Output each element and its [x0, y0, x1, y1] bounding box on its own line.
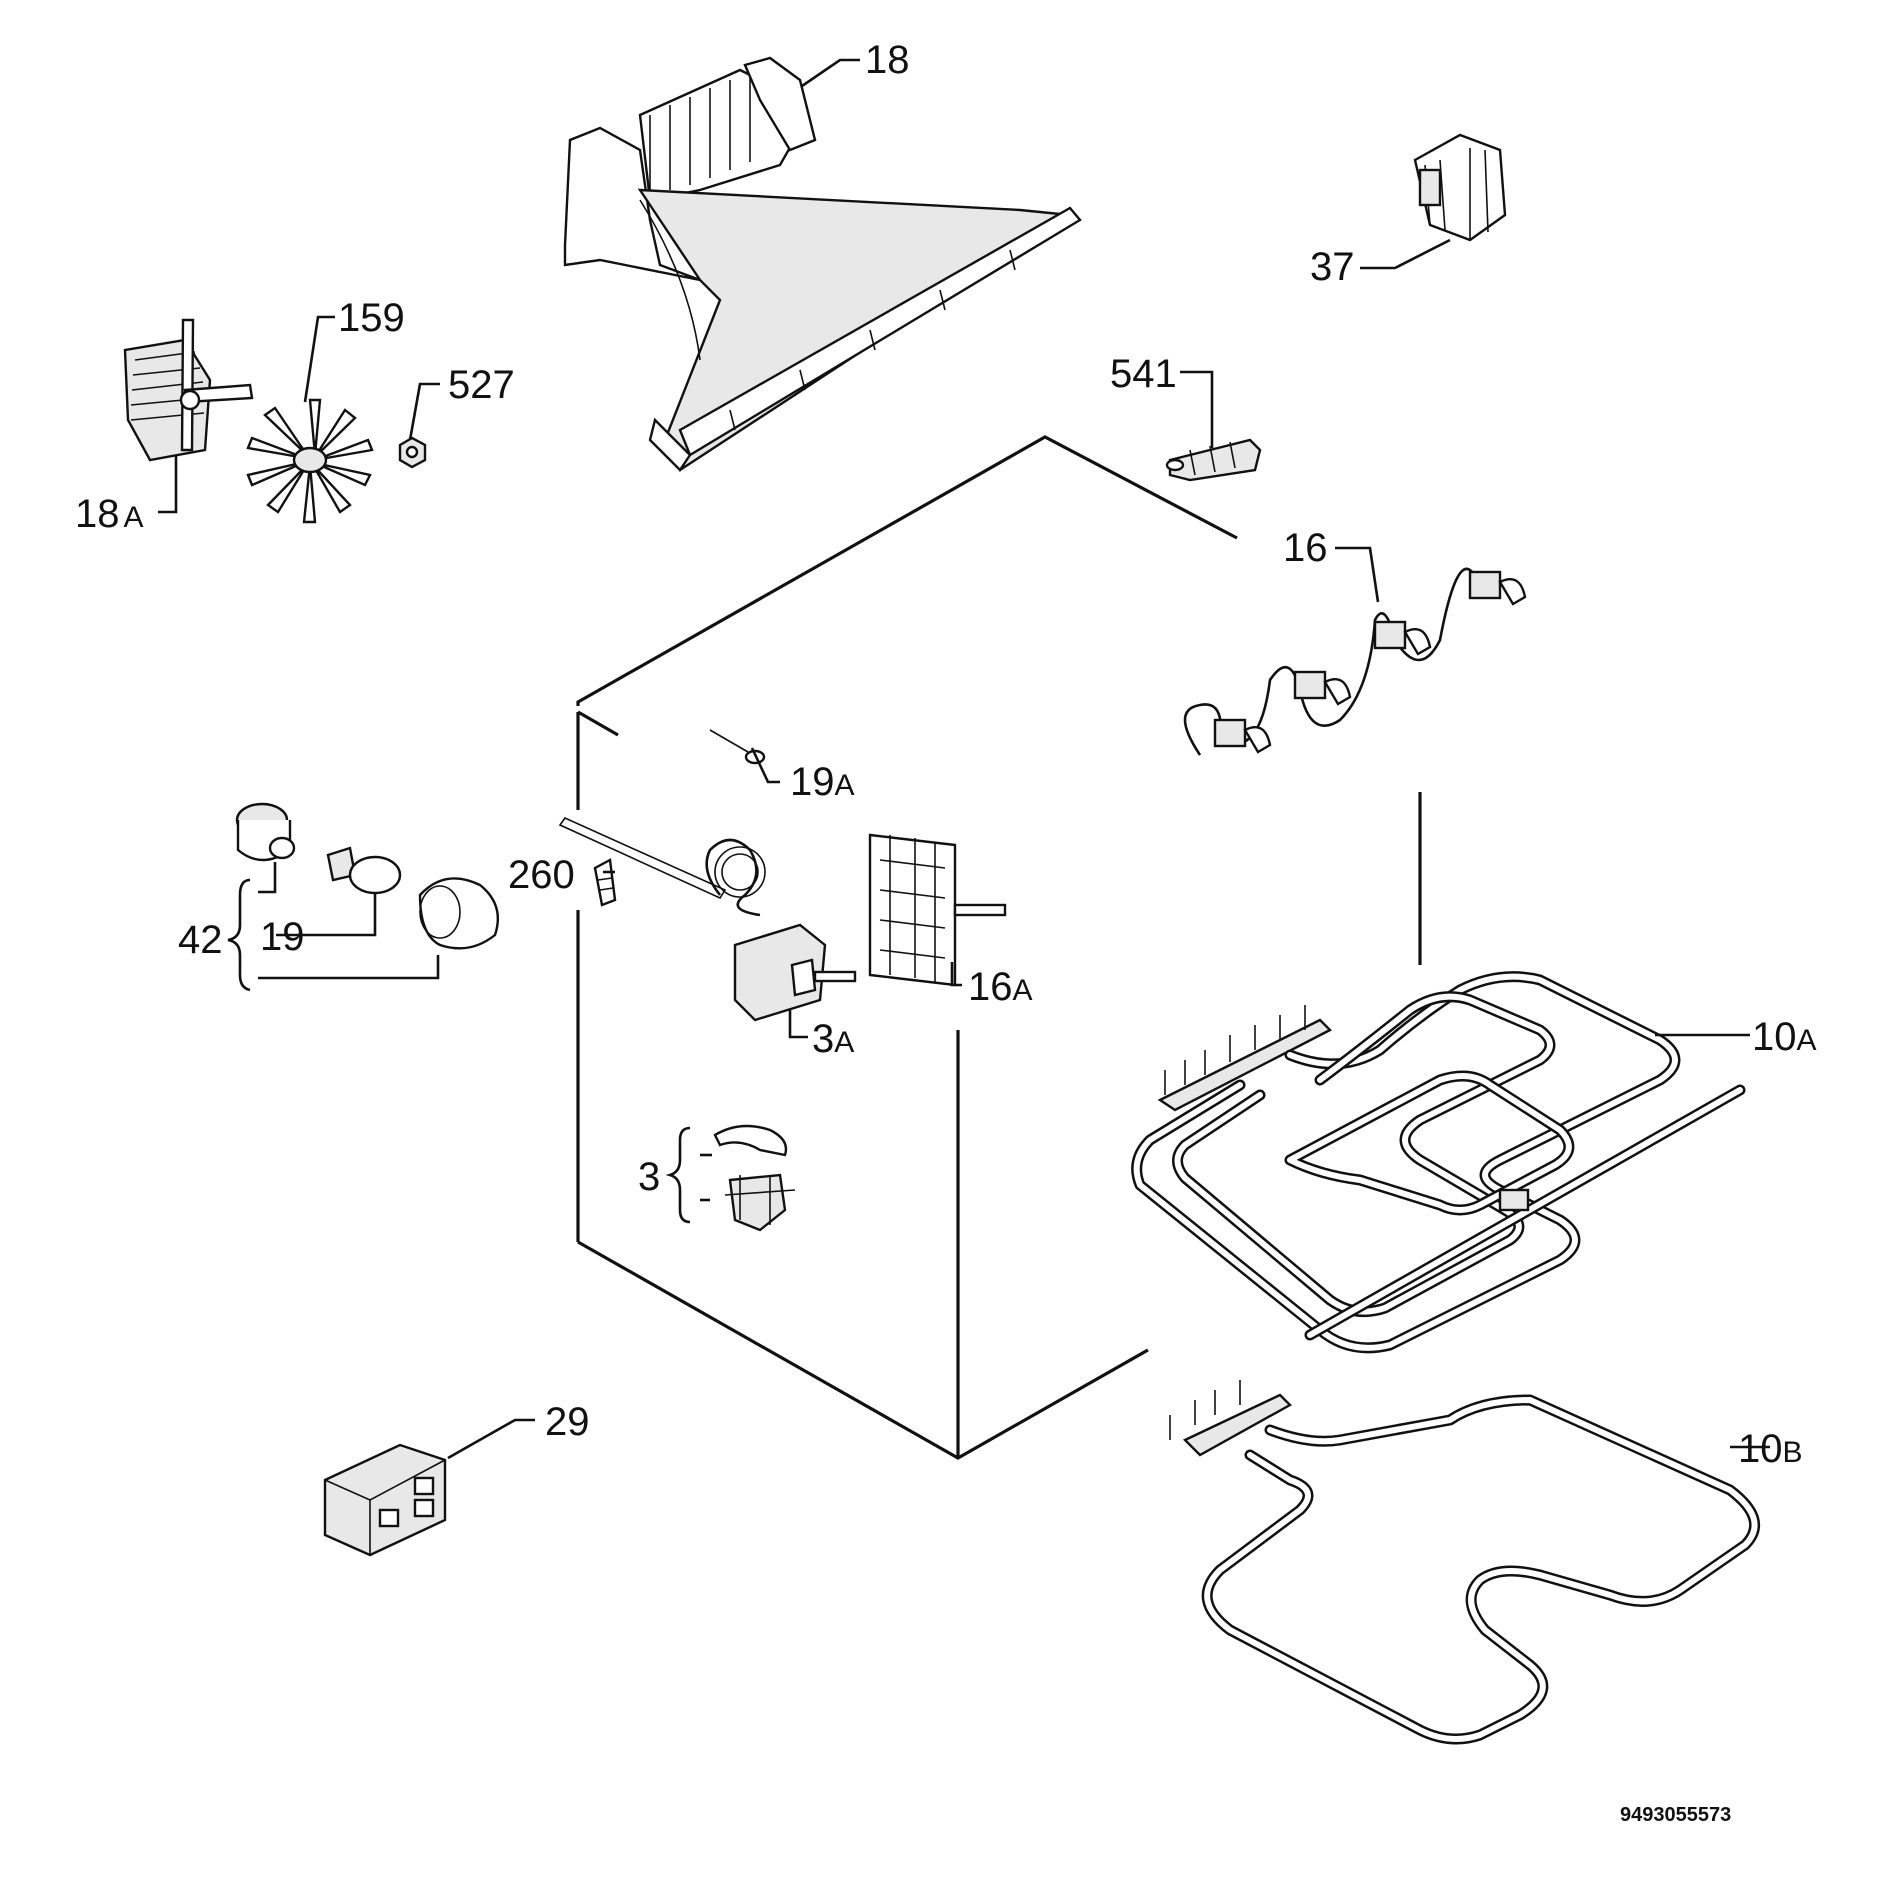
- bottom-heating-element: [1169, 1380, 1760, 1745]
- label-37: 37: [1310, 245, 1355, 289]
- label-18: 18: [865, 38, 910, 82]
- wiring-harness: [1183, 567, 1527, 756]
- terminal-block: [1165, 438, 1262, 482]
- label-42: 42: [178, 918, 223, 962]
- fan-blade: [246, 398, 374, 524]
- fan-duct-cover: [563, 56, 1082, 472]
- label-10a: 10A: [1752, 1015, 1817, 1059]
- label-19a: 19A: [790, 760, 855, 804]
- lamp-bulb: [326, 846, 402, 895]
- label-10b: 10B: [1738, 1427, 1803, 1471]
- clip: [593, 858, 617, 907]
- thermostat: [558, 817, 857, 1022]
- connector-block: [323, 1443, 447, 1557]
- label-16: 16: [1283, 526, 1328, 570]
- top-heating-element: [1131, 971, 1746, 1354]
- lamp-holder: [235, 802, 296, 862]
- bracket-3: [665, 1126, 691, 1224]
- label-29: 29: [545, 1400, 590, 1444]
- label-159: 159: [338, 296, 405, 340]
- fan-nut: [398, 436, 427, 469]
- clip-assembly: [713, 1124, 796, 1232]
- document-number: 9493055573: [1620, 1804, 1731, 1826]
- label-527: 527: [448, 363, 515, 407]
- leader-lines: [158, 58, 1770, 1460]
- label-260: 260: [508, 853, 575, 897]
- label-3a: 3A: [812, 1017, 854, 1061]
- oven-cavity-outline: [576, 435, 1422, 1460]
- label-3: 3: [638, 1155, 660, 1199]
- lamp-cover: [418, 877, 500, 950]
- hinge-bracket: [1413, 133, 1507, 242]
- label-19: 19: [260, 915, 305, 959]
- bracket-42: [227, 878, 251, 992]
- selector-switch: [868, 833, 1007, 987]
- label-16a: 16A: [968, 965, 1033, 1009]
- label-541: 541: [1110, 352, 1177, 396]
- fan-motor: [123, 318, 254, 462]
